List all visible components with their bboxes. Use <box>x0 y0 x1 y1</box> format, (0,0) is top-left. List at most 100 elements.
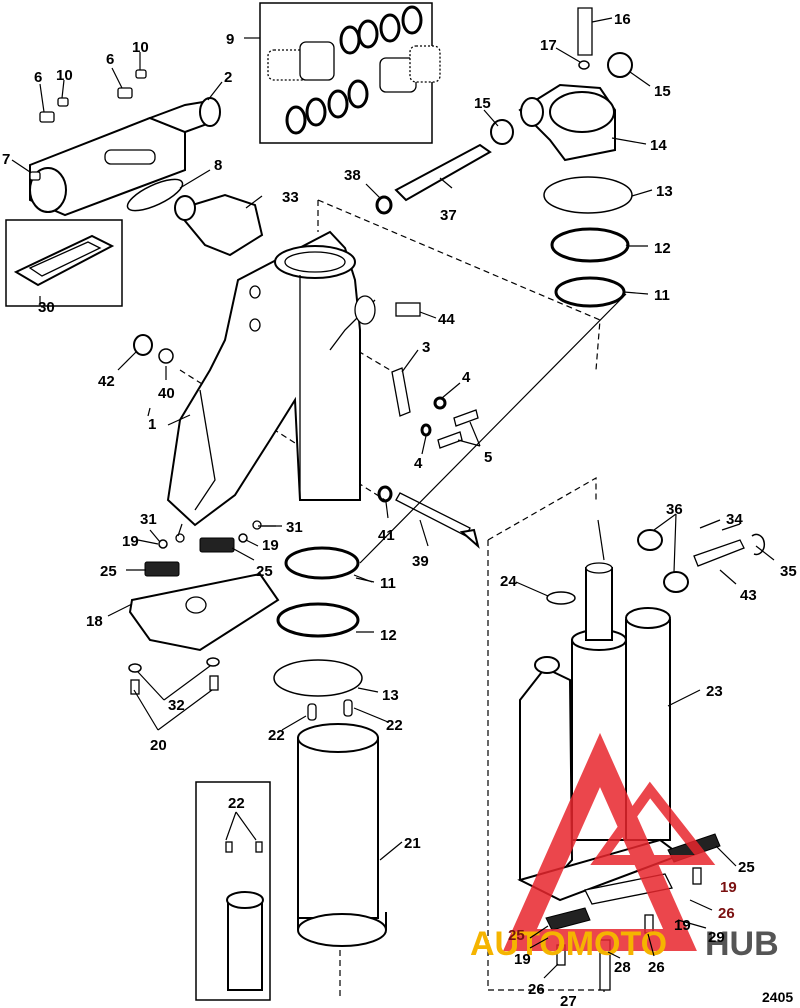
callout-13: 13 <box>382 687 399 704</box>
ring-11-top <box>554 276 626 308</box>
pin-22-b <box>343 699 353 717</box>
callout-31: 31 <box>286 519 303 536</box>
liner-inset <box>225 841 264 991</box>
callout-25: 25 <box>100 563 117 580</box>
figure-number: 2405 <box>762 989 793 1005</box>
anodes-25-left <box>144 537 235 577</box>
callout-40: 40 <box>158 385 175 402</box>
callout-12: 12 <box>654 240 671 257</box>
callout-8: 8 <box>214 157 222 174</box>
callout-13: 13 <box>656 183 673 200</box>
callout-11: 11 <box>654 287 670 304</box>
callout-4: 4 <box>414 455 423 472</box>
callout-10: 10 <box>56 67 73 84</box>
cylinder-cap-14 <box>518 83 616 162</box>
callout-1: 1 <box>148 416 156 433</box>
callout-22: 22 <box>386 717 403 734</box>
pin-22-a <box>307 703 317 721</box>
callout-19: 19 <box>514 951 531 968</box>
callout-labels: 1 2 3 4 4 5 6 6 7 8 9 10 10 11 11 12 12 … <box>2 11 797 1008</box>
callout-11: 11 <box>380 575 396 592</box>
callout-26: 26 <box>648 959 665 976</box>
label-plate-44 <box>395 302 421 317</box>
bolt-16 <box>577 7 593 56</box>
callout-3: 3 <box>422 339 430 356</box>
callout-28: 28 <box>614 959 631 976</box>
callout-43: 43 <box>740 587 757 604</box>
callout-25: 25 <box>738 859 755 876</box>
ring-12-top <box>550 227 630 263</box>
callout-9: 9 <box>226 31 234 48</box>
callout-27: 27 <box>560 993 577 1008</box>
callout-33: 33 <box>282 189 299 206</box>
callout-37: 37 <box>440 207 457 224</box>
callout-23: 23 <box>706 683 723 700</box>
callout-36: 36 <box>666 501 683 518</box>
callout-6: 6 <box>106 51 114 68</box>
callout-26: 26 <box>718 905 735 922</box>
ring-12-mid <box>276 602 360 638</box>
callout-10: 10 <box>132 39 149 56</box>
fasteners-19-31-32-20 <box>128 520 262 695</box>
callout-19: 19 <box>262 537 279 554</box>
automotohub-watermark-logo <box>503 732 716 951</box>
pivot-pin-37 <box>394 143 492 202</box>
callout-29: 29 <box>708 929 725 946</box>
callout-22: 22 <box>228 795 245 812</box>
callout-25: 25 <box>508 927 525 944</box>
callout-20: 20 <box>150 737 167 754</box>
callout-4: 4 <box>462 369 471 386</box>
gimbal-housing <box>166 230 376 527</box>
cotter-34 <box>699 519 721 529</box>
hardware-3-4-5 <box>391 367 479 449</box>
callout-38: 38 <box>344 167 361 184</box>
o-ring-8 <box>126 178 184 212</box>
callout-42: 42 <box>98 373 115 390</box>
watermark-text-left: AUTOMOTO <box>470 925 667 963</box>
callout-22: 22 <box>268 727 285 744</box>
callout-19: 19 <box>674 917 691 934</box>
callout-31: 31 <box>140 511 157 528</box>
watermark-text-right: HUB <box>705 925 779 963</box>
callout-7: 7 <box>2 151 10 168</box>
bolt-39-washer-41 <box>377 485 480 549</box>
callout-19: 19 <box>122 533 139 550</box>
wires <box>597 519 605 561</box>
leader-lines <box>11 17 775 992</box>
callout-25: 25 <box>256 563 273 580</box>
sleeve-21 <box>297 723 387 947</box>
o-ring-24 <box>546 591 576 605</box>
callout-2: 2 <box>224 69 232 86</box>
callout-44: 44 <box>438 311 455 328</box>
pin-43 <box>693 539 745 567</box>
callout-24: 24 <box>500 573 517 590</box>
callout-35: 35 <box>780 563 797 580</box>
assembly-dash-top <box>317 199 601 371</box>
callout-19: 19 <box>720 879 737 896</box>
callout-12: 12 <box>380 627 397 644</box>
callout-21: 21 <box>404 835 421 852</box>
ring-13-top <box>543 176 633 214</box>
callout-15: 15 <box>474 95 491 112</box>
bushings-15 <box>490 52 633 145</box>
ring-13-mid <box>273 659 363 697</box>
callout-14: 14 <box>650 137 667 154</box>
seal-kit-parts <box>267 5 441 135</box>
callout-5: 5 <box>484 449 492 466</box>
callout-15: 15 <box>654 83 671 100</box>
swivel-bracket <box>174 193 264 257</box>
ring-11-mid <box>284 546 360 580</box>
callout-26: 26 <box>528 981 545 998</box>
callout-30: 30 <box>38 299 55 316</box>
callout-41: 41 <box>378 527 395 544</box>
bushing-36-b <box>663 571 689 593</box>
trim-cylinder-assembly-23 <box>517 562 683 902</box>
bushing-36-a <box>637 529 663 551</box>
callout-6: 6 <box>34 69 42 86</box>
callout-34: 34 <box>726 511 743 528</box>
fittings-6-10 <box>29 69 147 181</box>
bushing-42-washer-40 <box>133 334 174 364</box>
clip-35 <box>751 533 766 556</box>
trim-plate-18 <box>128 572 280 652</box>
